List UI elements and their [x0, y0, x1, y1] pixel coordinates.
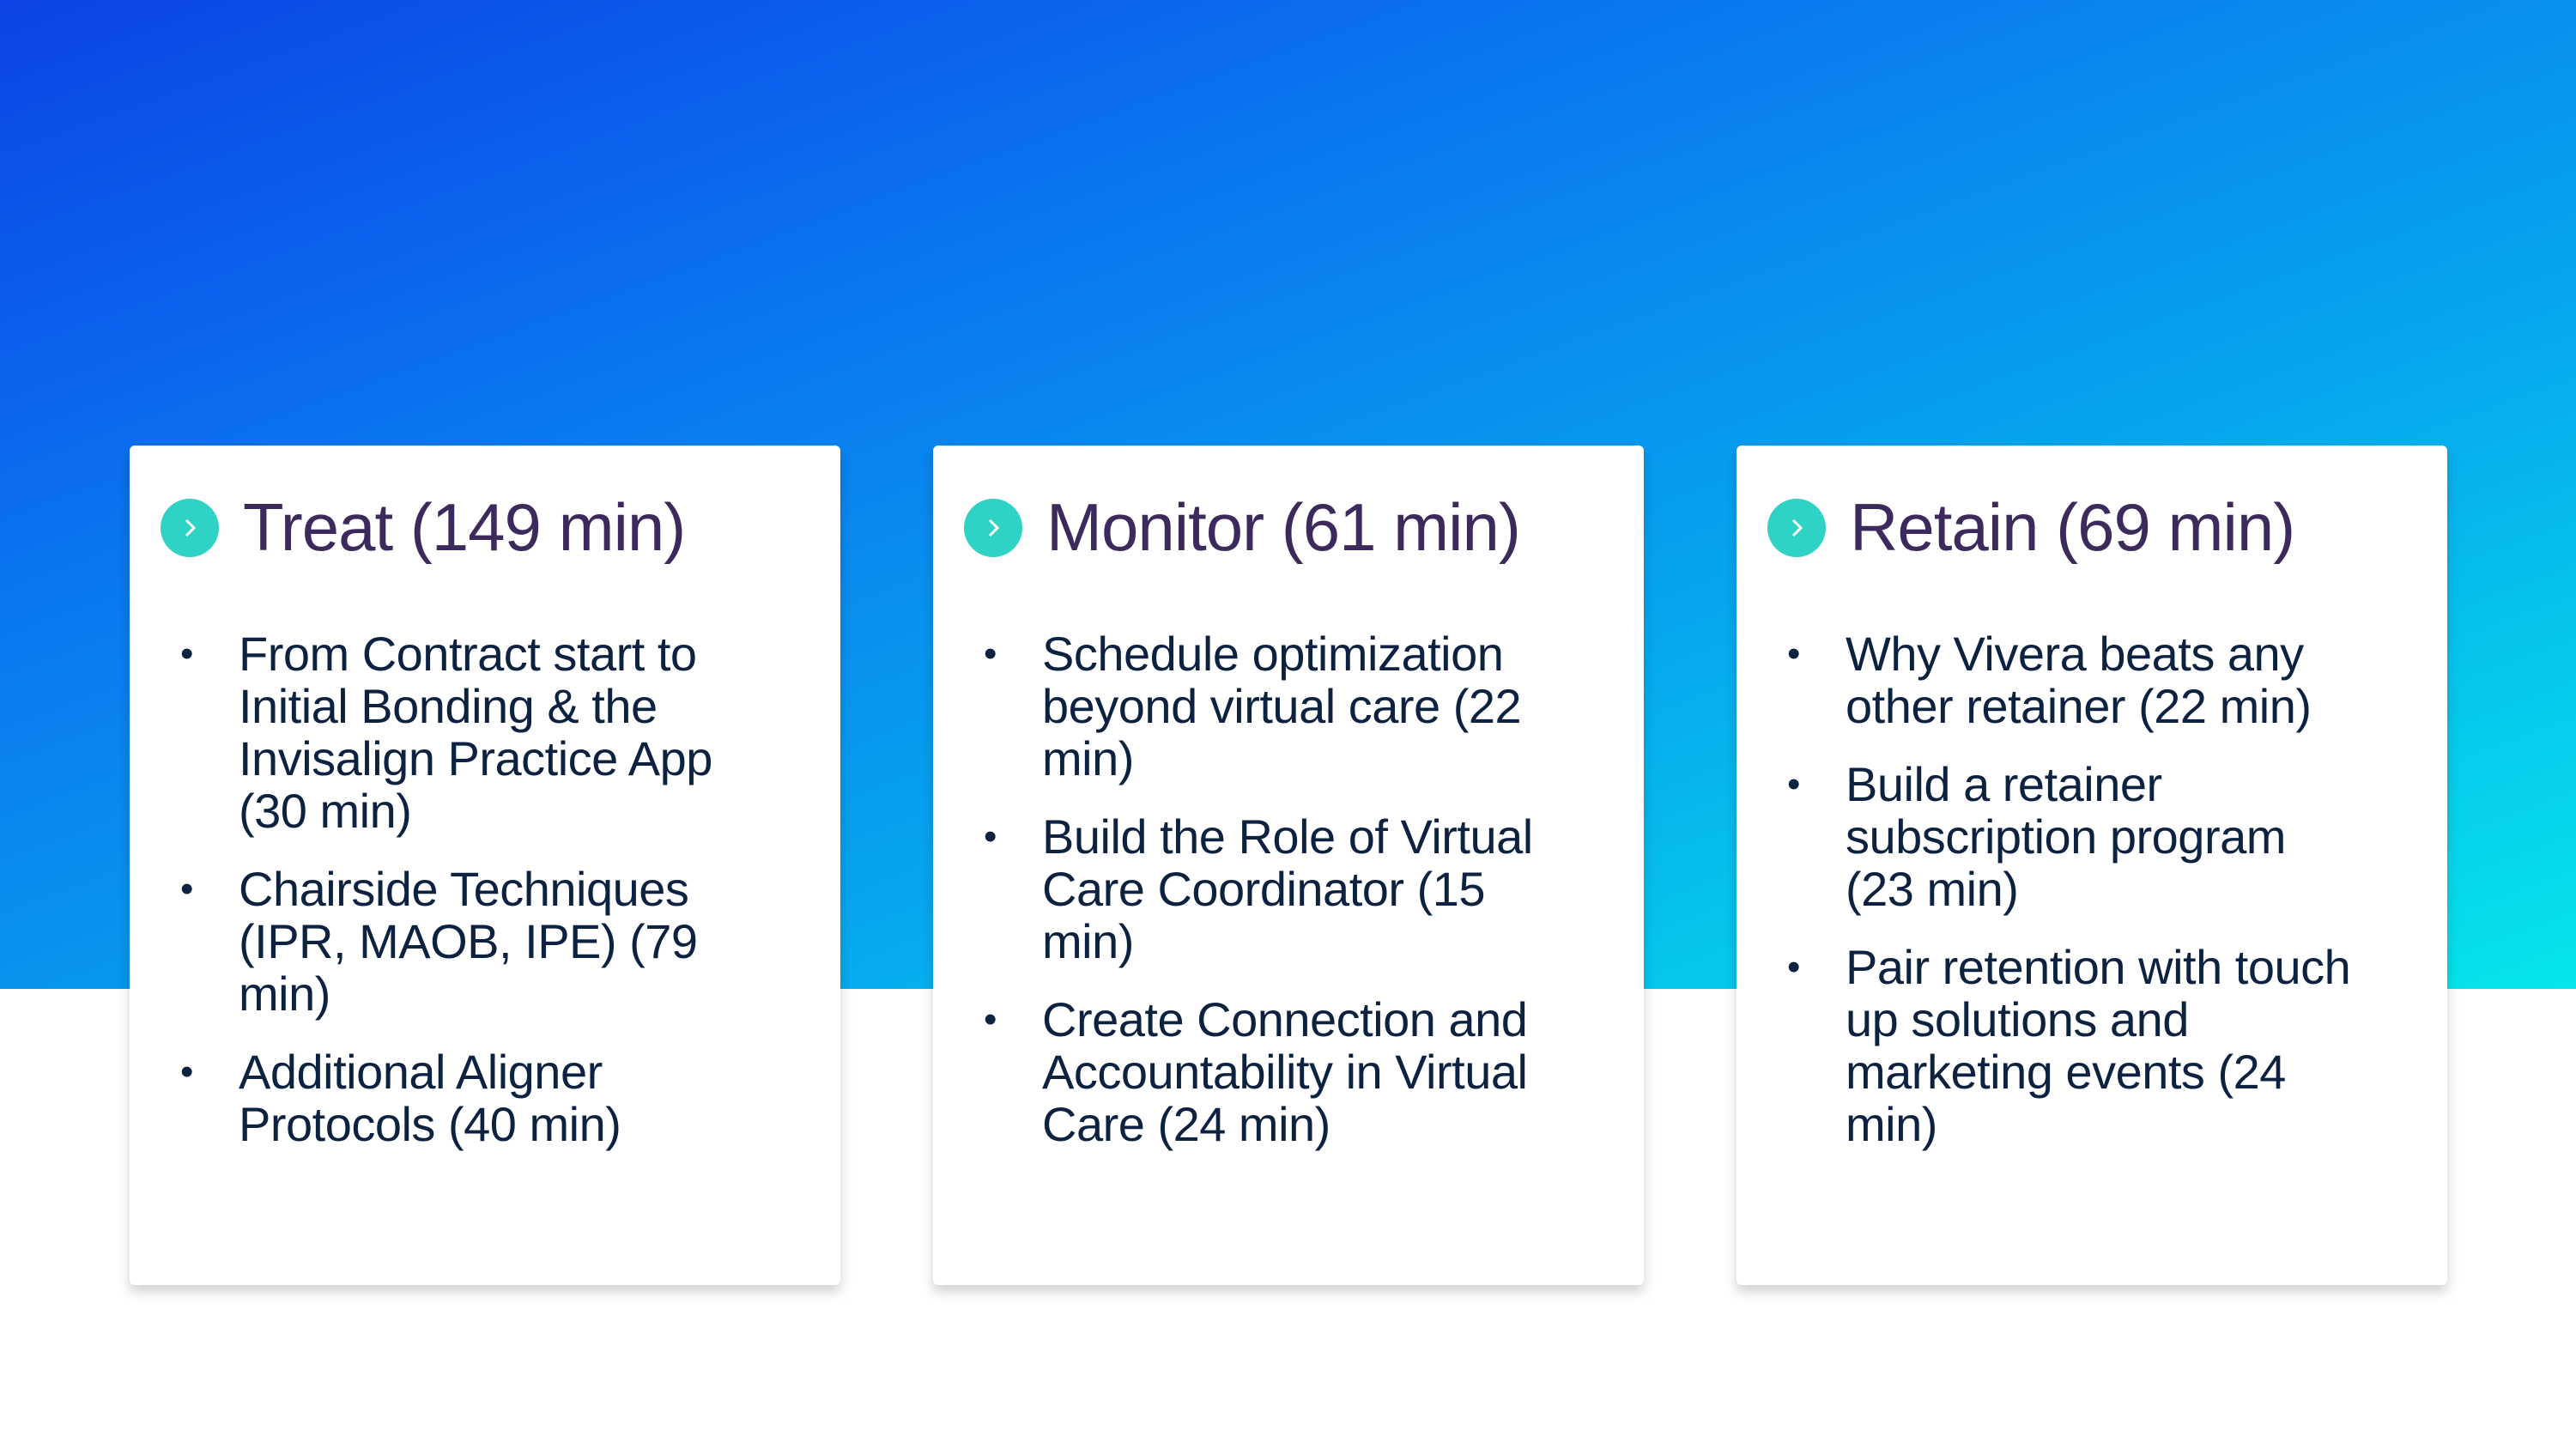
list-item: Schedule optimization beyond virtual car…: [984, 627, 1540, 785]
list-item: From Contract start to Initial Bonding &…: [180, 627, 719, 837]
card-monitor: Monitor (61 min) Schedule optimization b…: [933, 446, 1644, 1285]
list-item: Why Vivera beats any other retainer (22 …: [1787, 627, 2352, 732]
chevron-right-icon: [1767, 498, 1826, 557]
list-item: Create Connection and Accountability in …: [984, 993, 1557, 1150]
list-item: Additional Aligner Protocols (40 min): [180, 1046, 651, 1150]
list-item: Chairside Techniques (IPR, MAOB, IPE) (7…: [180, 863, 719, 1020]
bullet-list: From Contract start to Initial Bonding &…: [130, 627, 822, 1176]
chevron-right-icon: [964, 498, 1022, 557]
card-title: Retain (69 min): [1850, 489, 2295, 565]
list-item: Build a retainer subscription program (2…: [1787, 758, 2326, 915]
list-item: Build the Role of Virtual Care Coordinat…: [984, 810, 1557, 967]
card-title: Monitor (61 min): [1046, 489, 1521, 565]
card-title: Treat (149 min): [243, 489, 686, 565]
card-retain: Retain (69 min) Why Vivera beats any oth…: [1737, 446, 2447, 1285]
bullet-list: Schedule optimization beyond virtual car…: [933, 627, 1626, 1176]
bullet-list: Why Vivera beats any other retainer (22 …: [1737, 627, 2429, 1176]
list-item: Pair retention with touch up solutions a…: [1787, 941, 2378, 1150]
chevron-right-icon: [161, 498, 219, 557]
card-treat: Treat (149 min) From Contract start to I…: [130, 446, 840, 1285]
